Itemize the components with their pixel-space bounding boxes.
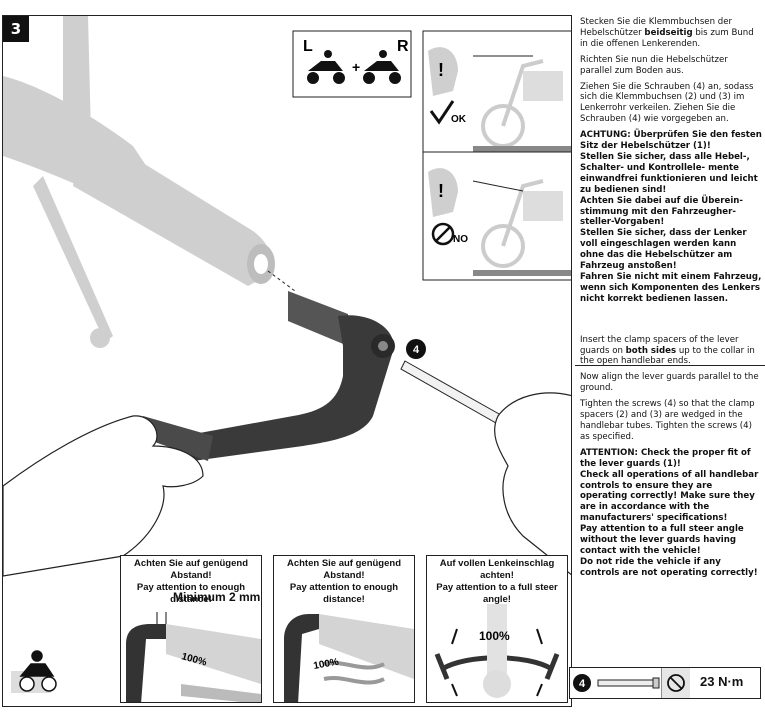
de-instruction-2: Richten Sie nun die Hebelschützer parall… [580,54,728,76]
illustration-frame: 4 L R + ! [2,15,572,707]
instructions-column: Stecken Sie die Klemmbuchsen der Hebelsc… [580,17,762,579]
panel-2-percent: 100% [313,657,340,672]
exclaim-no: ! [438,181,444,201]
ok-panel: ! OK [422,30,571,158]
panel-1-drawing: 100% [126,612,261,702]
ok-label: OK [451,114,467,125]
steer-angle-panel: Auf vollen Lenkeinschlag achten! Pay att… [426,555,568,703]
language-separator [575,365,765,366]
en-instruction-2: Now align the lever guards parallel to t… [580,372,759,394]
panel-1-measure: Minimum 2 mm [173,590,261,604]
no-panel: ! NO [422,151,571,281]
panel-3-percent: 100% [479,629,510,643]
distance-panel-2: Achten Sie auf genügend Abstand! Pay att… [273,555,415,703]
screw-torque-drawing: 4 [573,668,690,698]
torque-callout-label: 4 [579,678,586,690]
motorcycle-right-icon [363,50,401,84]
rider-icon [11,650,57,693]
panel-3-caption-en: Pay attention to a full steer angle! [436,582,558,605]
de-instruction-3: Ziehen Sie die Schrauben (4) an, sodass … [580,81,754,125]
hands-drawing [3,392,571,577]
panel-3-caption-de: Auf vollen Lenkeinschlag achten! [439,558,555,581]
de-warning: ACHTUNG: Überprüfen Sie den festen Sitz … [580,130,762,304]
screw-drawing: 4 [400,339,509,428]
en-instruction-1: Insert the clamp spacers of the lever gu… [580,334,755,367]
torque-spec: 4 23 N·m [569,667,761,699]
lever-guard-drawing [138,270,395,461]
exclaim-ok: ! [438,60,444,80]
motorcycle-left-icon [307,50,345,84]
plus-label: + [352,59,360,75]
panel-2-caption-en: Pay attention to enough distance! [289,582,399,605]
torque-value: 23 N·m [700,674,744,689]
right-label: R [397,38,409,55]
handlebar-drawing [3,16,275,348]
panel-1-caption-en: Pay attention to enough distance! [136,582,246,605]
en-instruction-3: Tighten the screws (4) so that the clamp… [580,399,755,442]
panel-3-drawing: 100% [434,604,560,698]
no-label: NO [453,234,468,245]
de-instruction-1: Stecken Sie die Klemmbuchsen der Hebelsc… [580,17,754,49]
step-number: 3 [3,16,29,42]
panel-2-caption-de: Achten Sie auf genügend Abstand! [286,558,401,581]
en-warning: ATTENTION: Check the proper fit of the l… [580,447,759,578]
side-badge: L R + [292,30,412,98]
distance-panel-1: Achten Sie auf genügend Abstand! Pay att… [120,555,262,703]
left-label: L [303,38,313,55]
assembly-illustration: 4 L R + ! [3,16,571,693]
panel-1-caption-de: Achten Sie auf genügend Abstand! [133,558,248,581]
torque-wrench-icon [667,674,685,692]
panel-2-drawing: 100% [284,614,414,702]
callout-4-label: 4 [413,344,420,356]
